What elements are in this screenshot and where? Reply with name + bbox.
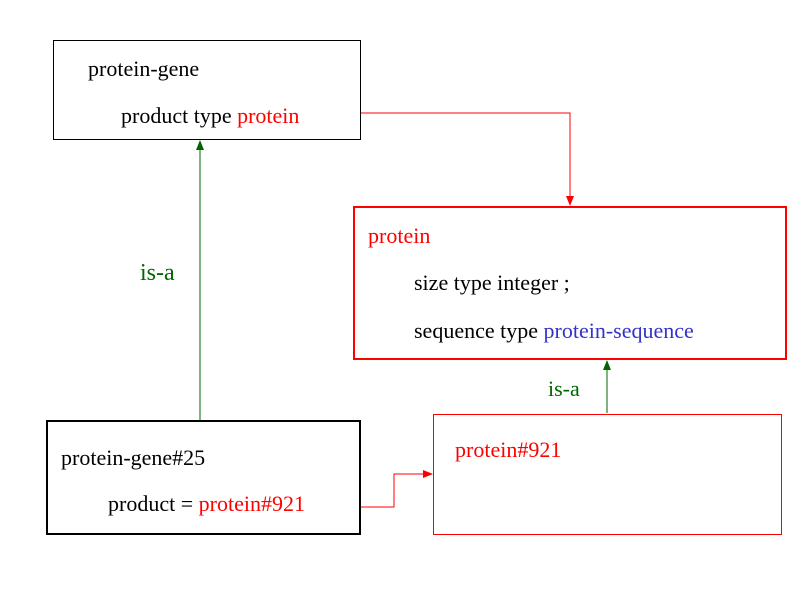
value-reference-arrow: [355, 470, 433, 508]
slot-name: product =: [108, 491, 199, 516]
slot-name: sequence type: [414, 318, 544, 343]
slot-value-protein-921: protein#921: [198, 491, 305, 516]
protein-gene-product-slot: product type protein: [121, 105, 299, 127]
protein-instance-box: [433, 414, 782, 535]
protein-class-box: [353, 206, 787, 360]
protein-gene-instance-box: [46, 420, 361, 535]
protein-size-slot: size type integer ;: [414, 270, 570, 295]
type-reference-arrow: [347, 112, 574, 206]
protein-class-title: protein: [368, 223, 431, 248]
protein-instance-title: protein#921: [455, 437, 562, 462]
slot-type-protein-sequence: protein-sequence: [543, 318, 694, 343]
protein-gene-class-box: [53, 40, 361, 140]
is-a-label-right: is-a: [548, 376, 580, 401]
is-a-label-left: is-a: [140, 260, 175, 286]
protein-gene-instance-product-slot: product = protein#921: [108, 493, 305, 515]
slot-name: product type: [121, 103, 238, 128]
slot-type-protein: protein: [237, 103, 300, 128]
protein-sequence-slot: sequence type protein-sequence: [414, 320, 694, 342]
protein-gene-class-title: protein-gene: [88, 56, 200, 81]
protein-gene-instance-title: protein-gene#25: [61, 445, 206, 470]
